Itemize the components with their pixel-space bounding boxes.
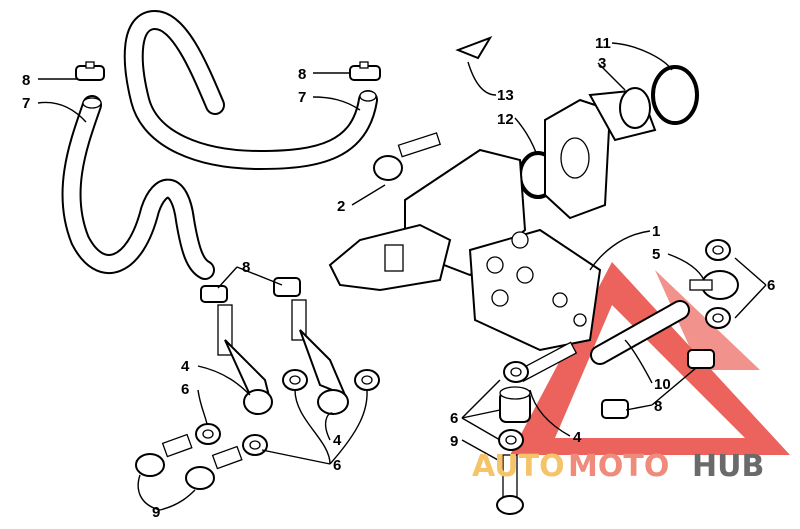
callout-7: 7 — [298, 89, 306, 106]
clamp-8-mid-left — [200, 285, 228, 303]
oil-pump-1 — [328, 148, 602, 352]
banjo-fitting-4-right — [291, 299, 349, 415]
fitting-5 — [689, 270, 739, 300]
clamp-8-top-right — [349, 61, 381, 81]
banjo-bolt-9-b — [185, 445, 243, 490]
callout-10: 10 — [654, 376, 671, 393]
clamp-8-mid-right — [273, 277, 301, 297]
watermark-moto: MOTO — [568, 449, 669, 484]
callout-6: 6 — [767, 277, 775, 294]
callout-1: 1 — [652, 223, 660, 240]
spacer — [499, 386, 531, 423]
callout-8: 8 — [242, 259, 250, 276]
callout-labels: 8 7 8 7 2 13 12 11 3 1 5 6 8 4 6 9 4 6 6… — [22, 35, 775, 521]
washers-6 — [195, 239, 731, 456]
banjo-bolt-9-a — [135, 433, 193, 477]
bolt-2 — [373, 132, 442, 181]
callout-4: 4 — [181, 358, 190, 375]
o-ring-11 — [651, 65, 699, 125]
callout-6: 6 — [181, 381, 189, 398]
callout-8: 8 — [654, 398, 662, 415]
hose-10 — [590, 300, 690, 365]
callout-7: 7 — [22, 95, 30, 112]
callout-6: 6 — [333, 457, 341, 474]
watermark-text: AUTO MOTO HUB — [472, 449, 764, 484]
banjo-fitting-4-left — [217, 304, 273, 415]
watermark-hub: HUB — [692, 449, 764, 484]
clip-13 — [455, 36, 493, 60]
watermark-auto: AUTO — [472, 449, 565, 484]
callout-11: 11 — [595, 35, 611, 52]
banjo-bolt-9-c — [496, 454, 524, 515]
hose-left — [61, 95, 215, 280]
callout-5: 5 — [652, 246, 660, 263]
callout-2: 2 — [337, 198, 345, 215]
clamp-8-lower-right — [601, 349, 715, 419]
housing-3 — [544, 87, 657, 220]
callout-9: 9 — [450, 433, 458, 450]
callout-9: 9 — [152, 504, 160, 521]
clamp-8-top-left — [75, 61, 105, 81]
callout-13: 13 — [497, 87, 514, 104]
callout-4: 4 — [333, 432, 342, 449]
callout-8: 8 — [298, 66, 306, 83]
callout-3: 3 — [598, 55, 606, 72]
callout-8: 8 — [22, 72, 30, 89]
callout-12: 12 — [497, 111, 514, 128]
callout-6: 6 — [450, 410, 458, 427]
hose-top — [123, 9, 378, 171]
callout-4: 4 — [573, 429, 582, 446]
leader-lines — [37, 42, 767, 511]
